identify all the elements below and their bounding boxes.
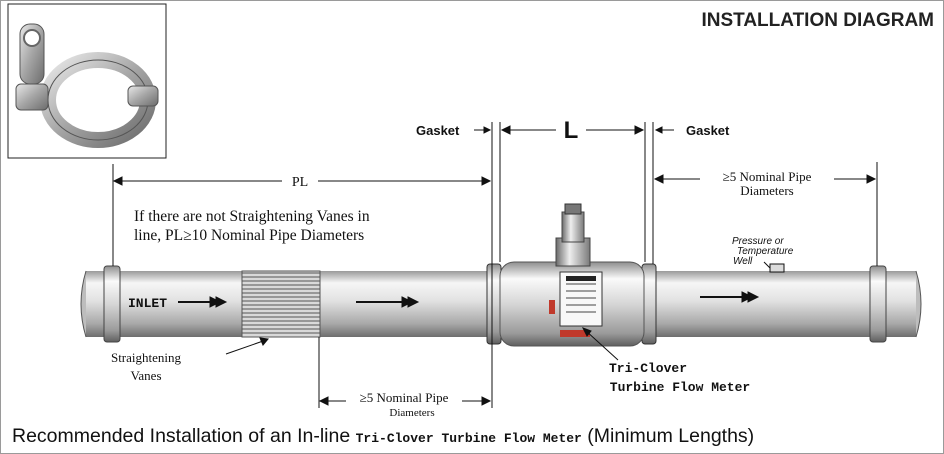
inlet-flange xyxy=(103,265,121,343)
downstream-diameters-line1: ≥5 Nominal Pipe xyxy=(723,169,812,184)
diagram-caption: Recommended Installation of an In-line T… xyxy=(12,425,754,447)
dimension-lines xyxy=(112,122,878,408)
gasket-left-ring xyxy=(486,263,502,345)
meter-brand-mark xyxy=(560,330,590,337)
outlet-flange xyxy=(869,265,887,343)
tri-clamp-photo xyxy=(7,3,167,159)
upstream-diameters-line1: ≥5 Nominal Pipe xyxy=(360,390,449,405)
meter-connector-cap xyxy=(564,203,582,215)
meter-red-band xyxy=(549,300,555,314)
straightening-vanes-section xyxy=(241,270,321,338)
downstream-diameters-line2: Diameters xyxy=(740,183,793,198)
pressure-well-line1: Pressure or xyxy=(732,236,784,247)
meter-name-line2: Turbine Flow Meter xyxy=(610,380,750,395)
caption-product: Tri-Clover Turbine Flow Meter xyxy=(356,431,582,446)
flow-arrows xyxy=(178,291,760,308)
upstream-note-line2: line, PL≥10 Nominal Pipe Diameters xyxy=(134,227,364,244)
pressure-well-line3: Well xyxy=(733,256,753,267)
diagram-title: INSTALLATION DIAGRAM xyxy=(701,10,934,31)
caption-suffix: (Minimum Lengths) xyxy=(582,425,754,447)
meter-stem xyxy=(555,237,591,267)
caption-prefix: Recommended Installation of an In-line xyxy=(12,425,356,447)
straightening-vanes-line1: Straightening xyxy=(111,350,182,365)
meter-name-line1: Tri-Clover xyxy=(609,361,687,376)
upstream-note-line1: If there are not Straightening Vanes in xyxy=(134,208,370,225)
gasket-left-label: Gasket xyxy=(416,123,460,138)
straightening-vanes-line2: Vanes xyxy=(130,368,161,383)
gasket-right-label: Gasket xyxy=(686,123,730,138)
inlet-pipe-end xyxy=(80,270,87,338)
upstream-diameters-line2: Diameters xyxy=(389,407,434,419)
inlet-label: INLET xyxy=(128,296,167,311)
meter-length-label: L xyxy=(564,117,579,144)
pipe-length-label: PL xyxy=(292,175,308,190)
pipe-assembly xyxy=(80,203,922,347)
pressure-well-line2: Temperature xyxy=(737,246,794,257)
meter-connector xyxy=(561,211,585,243)
pressure-temperature-well xyxy=(763,261,785,273)
outlet-pipe-end xyxy=(915,270,922,338)
